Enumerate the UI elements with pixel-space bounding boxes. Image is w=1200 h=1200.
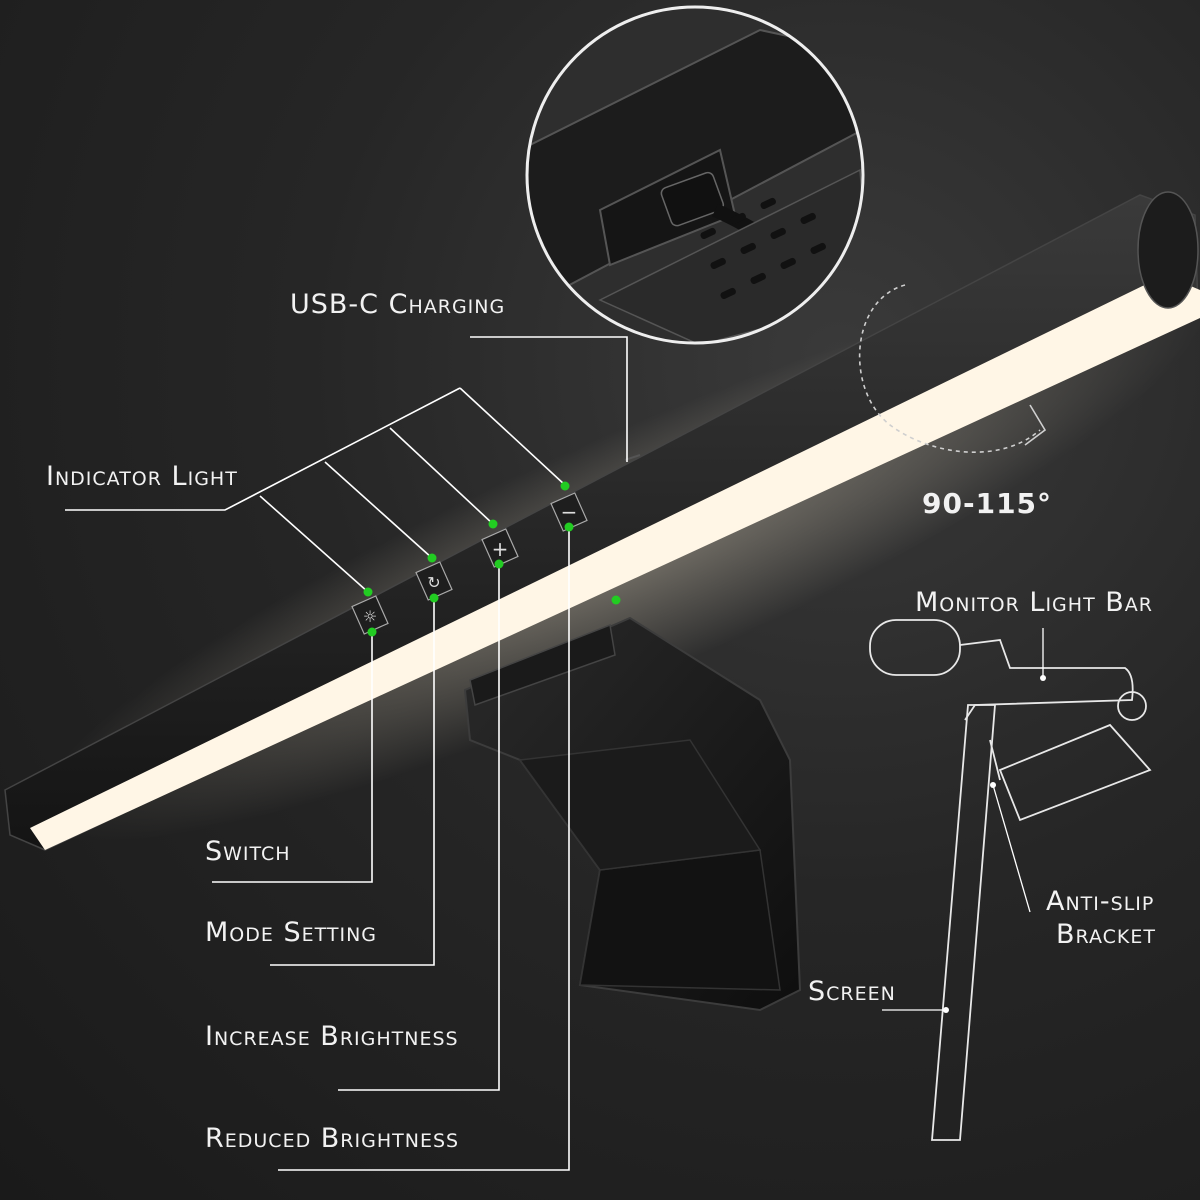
usb-leader <box>470 336 628 462</box>
reduce-leader <box>278 527 570 1171</box>
button-increase[interactable]: + <box>481 528 519 568</box>
label-bracket: Bracket <box>1056 919 1156 950</box>
label-increase-brightness: Increase Brightness <box>205 1021 459 1052</box>
side-clamp-top <box>959 639 1134 721</box>
control-leaders <box>212 336 628 1171</box>
indicator-dot <box>611 595 621 605</box>
light-panel <box>30 275 1200 850</box>
switch-icon: ☼ <box>363 607 377 626</box>
indicator-dot <box>363 587 373 597</box>
mode-leader <box>270 598 435 966</box>
side-view-diagram <box>869 619 1152 1141</box>
side-screen <box>931 704 996 1141</box>
indicator-dot <box>564 522 574 532</box>
side-light-bar <box>869 619 961 676</box>
button-decrease[interactable]: − <box>550 492 588 532</box>
indicator-dot <box>560 481 570 491</box>
indicator-dot <box>488 519 498 529</box>
increase-leader <box>338 564 500 1091</box>
indicator-dots <box>363 481 621 637</box>
label-indicator-light: Indicator Light <box>46 461 238 492</box>
label-reduced-brightness: Reduced Brightness <box>205 1123 460 1154</box>
usb-c-zoom-inset <box>525 5 865 345</box>
leader-dot <box>990 782 996 788</box>
side-view-leaders <box>882 628 1044 1011</box>
indicator-light-leaders <box>65 387 566 593</box>
label-anti-slip: Anti-slip <box>1046 886 1155 917</box>
label-switch: Switch <box>205 836 291 867</box>
indicator-dot <box>429 593 439 603</box>
side-rear-arm <box>998 723 1152 822</box>
label-mode-setting: Mode Setting <box>205 917 378 948</box>
indicator-dot <box>427 553 437 563</box>
leader-dot <box>943 1007 949 1013</box>
plus-icon: + <box>492 537 509 561</box>
leader-dot <box>1040 675 1046 681</box>
label-screen: Screen <box>808 976 896 1007</box>
monitor-clamp <box>463 616 802 1012</box>
button-mode[interactable]: ↻ <box>415 561 453 601</box>
button-switch[interactable]: ☼ <box>351 595 389 635</box>
mode-icon: ↻ <box>427 573 440 592</box>
side-hinge <box>1117 691 1147 721</box>
rotation-arrow-icon <box>858 284 1047 453</box>
label-usb-c-charging: USB-C Charging <box>290 289 506 320</box>
indicator-dot <box>367 627 377 637</box>
minus-icon: − <box>561 500 578 524</box>
label-monitor-light-bar: Monitor Light Bar <box>915 587 1153 618</box>
bar-end-cap <box>1137 191 1199 309</box>
indicator-dot <box>494 559 504 569</box>
switch-leader <box>212 632 373 883</box>
light-bar <box>4 191 1200 851</box>
label-angle: 90-115° <box>922 487 1053 520</box>
usb-c-connector <box>660 171 725 227</box>
